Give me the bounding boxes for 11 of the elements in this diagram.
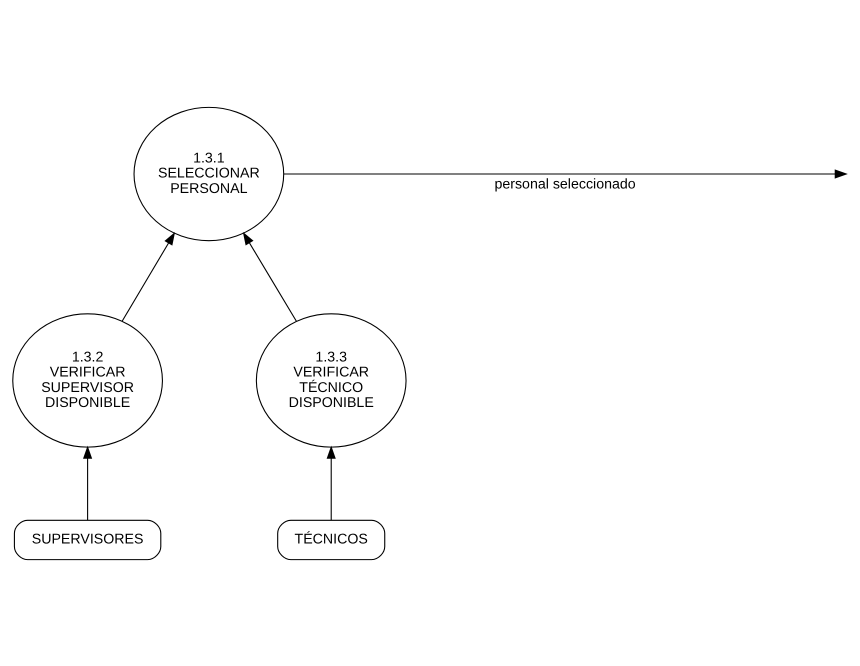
arrow [83,445,92,520]
arrow [326,445,336,520]
node-ellipse: 1.3.3 VERIFICAR TÉCNICO DISPONIBLE [256,312,407,448]
arrow [284,168,848,178]
node-box: TÉCNICOS [277,519,386,560]
node-ellipse: 1.3.1 SELECCIONAR PERSONAL [133,106,284,241]
arrow [122,232,176,321]
arrow [242,231,297,322]
edge-label: personal seleccionado [494,176,636,192]
node-box: SUPERVISORES [14,519,162,560]
node-ellipse: 1.3.2 VERIFICAR SUPERVISOR DISPONIBLE [12,312,163,448]
